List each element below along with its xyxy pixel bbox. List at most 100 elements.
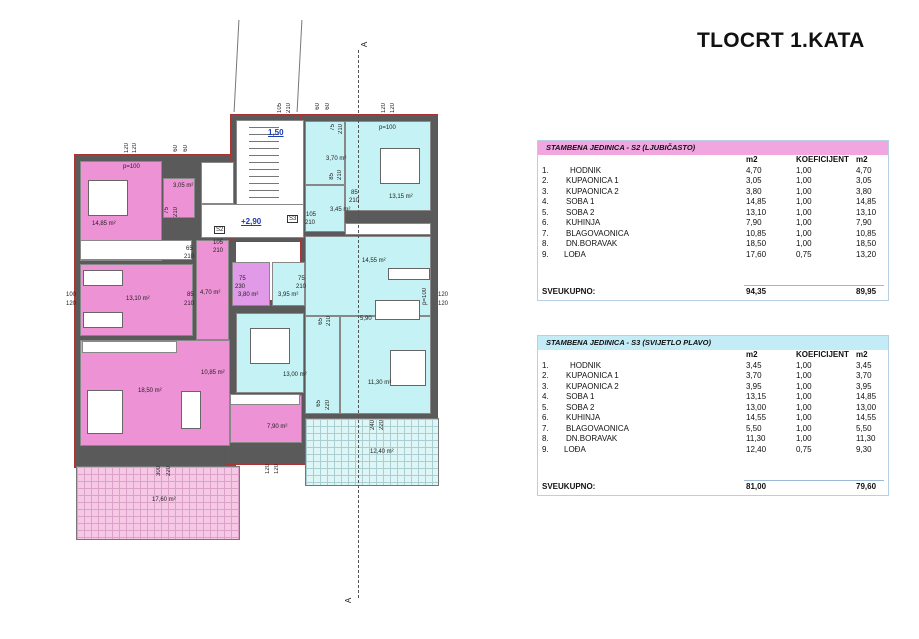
row-number: 1. xyxy=(542,360,549,370)
room-name: DN.BORAVAK xyxy=(566,434,618,443)
weighted-area: 3,05 xyxy=(856,176,872,185)
weighted-area: 4,70 xyxy=(856,165,872,175)
dim: 120 xyxy=(390,103,396,114)
row-number: 3. xyxy=(542,186,549,196)
room-s2-shelf xyxy=(82,341,177,353)
weighted-area: 13,10 xyxy=(856,207,877,217)
room-s3-hall xyxy=(305,316,340,414)
room-area: 18,50 xyxy=(746,239,767,248)
col-m2-weighted: m2 xyxy=(856,350,868,359)
weighted-area: 3,70 xyxy=(856,371,872,380)
dim: 210 xyxy=(173,207,179,218)
dim: 120 xyxy=(438,301,449,307)
total-label: SVEUKUPNO: xyxy=(542,482,596,491)
dim: 75 xyxy=(298,276,305,282)
room-name: SOBA 2 xyxy=(566,402,595,412)
row-number: 1. xyxy=(542,165,549,175)
total-m2: 94,35 xyxy=(746,287,767,296)
dim: 210 xyxy=(326,316,332,327)
row-number: 2. xyxy=(542,176,549,185)
room-area: 3,70 xyxy=(746,371,762,380)
total-divider xyxy=(744,480,884,481)
dim: 120 xyxy=(381,103,387,114)
door-tag-s3: S3 xyxy=(287,215,299,223)
coefficient: 1,00 xyxy=(796,197,812,206)
area-s3-kupaonica-2: 3,95 m² xyxy=(278,292,299,298)
weighted-area: 5,50 xyxy=(856,423,872,433)
parapet-s2: p=100 xyxy=(123,164,140,170)
room-name: SOBA 2 xyxy=(566,207,595,217)
dining-table-s3 xyxy=(375,300,420,320)
row-number: 4. xyxy=(542,392,549,401)
total-m2: 81,00 xyxy=(746,482,767,491)
door-tag-s2: S2 xyxy=(214,226,226,234)
area-s3-hodnik: 3,45 m² xyxy=(330,207,351,213)
room-s3-kupaonica-2 xyxy=(272,262,305,306)
total-weighted: 79,60 xyxy=(856,482,877,491)
kitchen-counter-s2 xyxy=(230,394,300,405)
room-area: 14,85 xyxy=(746,197,767,206)
col-m2: m2 xyxy=(746,350,758,359)
dim: 120 xyxy=(124,143,130,154)
dim: 85 xyxy=(187,292,194,298)
dim: 210 xyxy=(296,284,307,290)
dim: 65 xyxy=(186,246,193,252)
room-area: 13,10 xyxy=(746,207,767,217)
dim: 60 xyxy=(315,103,321,110)
room-name: SOBA 1 xyxy=(566,392,595,401)
row-number: 6. xyxy=(542,218,549,227)
section-marker-top: A xyxy=(360,41,370,48)
room-name: BLAGOVAONICA xyxy=(566,228,629,238)
area-s2-blagovaonica: 10,85 m² xyxy=(201,370,225,376)
area-table-s2: STAMBENA JEDINICA - S2 (LJUBIČASTO) m2 K… xyxy=(537,140,889,301)
elevator xyxy=(201,162,234,204)
dim: 75 xyxy=(330,124,336,131)
sofa-s3 xyxy=(390,350,426,386)
coefficient: 1,00 xyxy=(796,413,812,422)
total-label: SVEUKUPNO: xyxy=(542,287,596,296)
loggia-s3 xyxy=(305,418,439,486)
dim: 210 xyxy=(338,124,344,135)
dim: 120 xyxy=(66,301,77,307)
total-divider xyxy=(744,285,884,286)
room-s3-hodnik xyxy=(305,185,345,232)
dim: 220 xyxy=(325,400,331,411)
coefficient: 1,00 xyxy=(796,423,812,433)
kitchen-island-s3 xyxy=(388,268,430,280)
dim: 60 xyxy=(183,145,189,152)
weighted-area: 14,85 xyxy=(856,392,877,401)
coefficient: 0,75 xyxy=(796,444,812,454)
weighted-area: 3,45 xyxy=(856,360,872,370)
area-s2-loda: 17,60 m² xyxy=(152,497,176,503)
room-area: 3,80 xyxy=(746,186,762,196)
room-area: 13,00 xyxy=(746,402,767,412)
col-m2: m2 xyxy=(746,155,758,164)
parapet-s3-side: p=100 xyxy=(422,288,428,305)
row-number: 9. xyxy=(542,444,549,454)
dining-table-s2 xyxy=(181,391,201,429)
row-number: 9. xyxy=(542,249,549,259)
room-name: SOBA 1 xyxy=(566,197,595,206)
dim: 65 xyxy=(316,400,322,407)
room-area: 4,70 xyxy=(746,165,762,175)
room-name: HODNIK xyxy=(570,360,602,370)
room-name: HODNIK xyxy=(570,165,602,175)
coefficient: 1,00 xyxy=(796,434,812,443)
row-number: 3. xyxy=(542,381,549,391)
room-area: 17,60 xyxy=(746,249,767,259)
area-s3-kupaonica-1: 3,70 m² xyxy=(326,156,347,162)
weighted-area: 13,00 xyxy=(856,402,877,412)
area-s3-kuhinja: 14,55 m² xyxy=(362,258,386,264)
room-area: 7,90 xyxy=(746,218,762,227)
col-koef: KOEFICIJENT xyxy=(796,350,849,359)
dim: 210 xyxy=(286,103,292,114)
